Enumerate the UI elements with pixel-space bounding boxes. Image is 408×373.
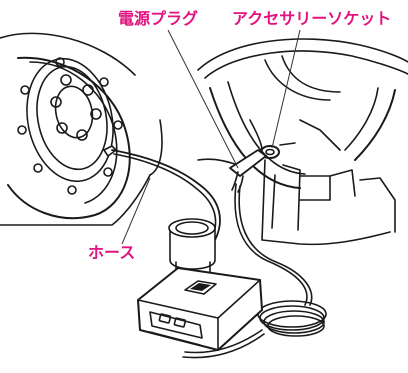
dashboard-drawing (197, 38, 408, 246)
accessory-socket-label: アクセサリーソケット (232, 9, 392, 28)
hose-pointer-line (121, 177, 151, 245)
wheel-drawing (0, 32, 163, 226)
socket-pointer-line (271, 29, 301, 149)
hose-drawing (111, 149, 221, 241)
power-plug-label: 電源プラグ (118, 9, 199, 28)
hose-label: ホース (88, 243, 136, 262)
plug-drawing (182, 149, 327, 359)
compressor-drawing (137, 218, 263, 351)
plug-pointer-line (167, 29, 239, 169)
